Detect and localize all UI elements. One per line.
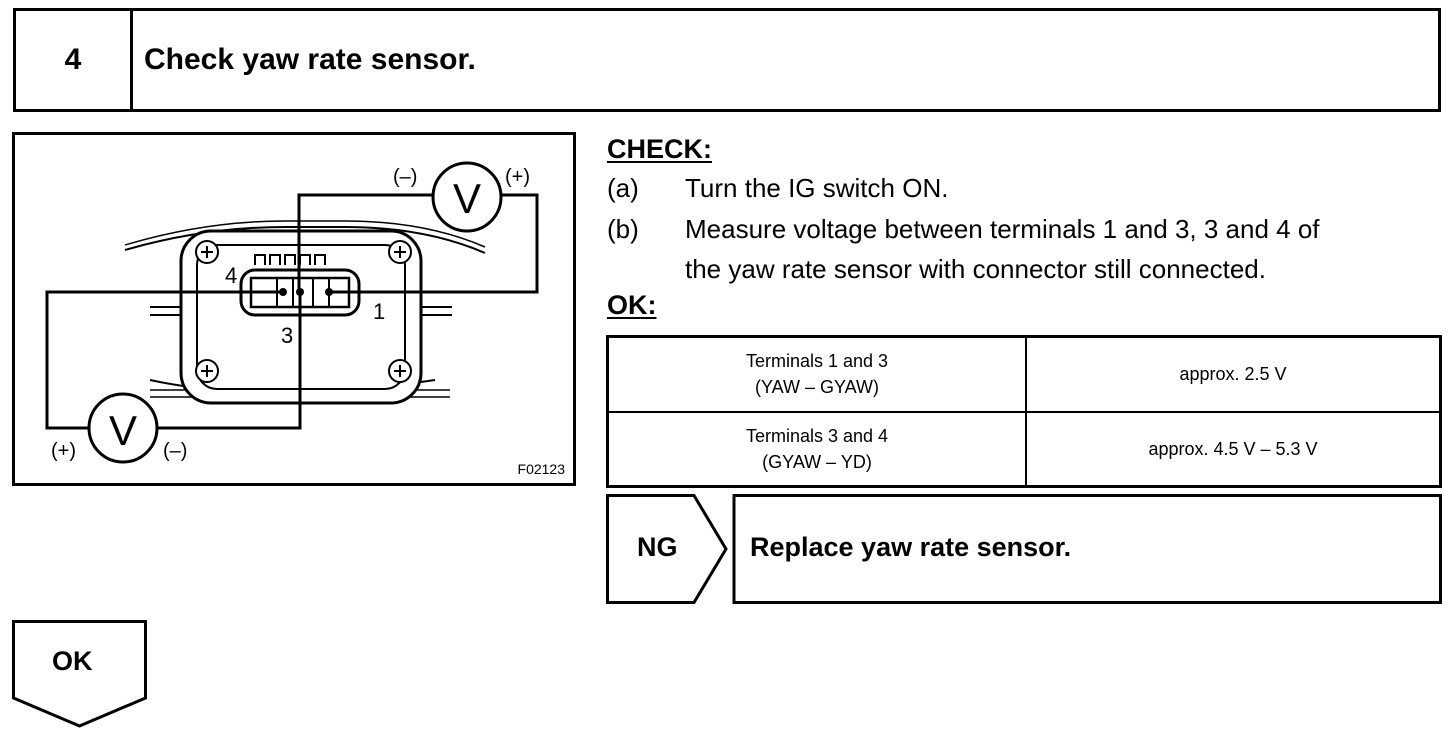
table-row: Terminals 1 and 3 (YAW – GYAW) approx. 2…: [606, 335, 1442, 413]
screw-icon: [388, 240, 412, 264]
ok-flow-arrow: [12, 620, 147, 728]
connector-pins: [254, 254, 326, 265]
ng-action-box: [732, 494, 1442, 604]
step-letter: (b): [607, 214, 639, 244]
table-cell-condition: Terminals 1 and 3 (YAW – GYAW): [606, 335, 1027, 413]
condition-signals: (YAW – GYAW): [755, 377, 879, 398]
polarity-neg: (–): [393, 166, 417, 188]
check-step-a: (a) Turn the IG switch ON.: [607, 168, 1447, 208]
ok-arrow-shape: [12, 620, 147, 728]
step-letter: (a): [607, 173, 639, 203]
ng-result-box: [606, 494, 1442, 604]
step-title: Check yaw rate sensor.: [144, 43, 476, 76]
polarity-pos: (+): [505, 166, 530, 188]
spec-table: Terminals 1 and 3 (YAW – GYAW) approx. 2…: [606, 335, 1442, 488]
table-row: Terminals 3 and 4 (GYAW – YD) approx. 4.…: [606, 410, 1442, 488]
step-number: 4: [16, 11, 133, 109]
screw-icon: [195, 359, 219, 383]
step-text-continued: the yaw rate sensor with connector still…: [685, 254, 1266, 284]
step-text: Measure voltage between terminals 1 and …: [685, 214, 1320, 244]
ng-label: NG: [637, 532, 678, 562]
ok-label: OK:: [607, 290, 657, 320]
table-cell-value: approx. 2.5 V: [1025, 335, 1442, 413]
condition-terminals: Terminals 1 and 3: [745, 351, 889, 372]
terminal-label: 1: [373, 299, 385, 324]
figure-id: F02123: [517, 461, 565, 477]
bracket-line: [150, 306, 452, 316]
voltmeter-symbol: V: [109, 407, 137, 454]
terminal-label: 4: [225, 263, 237, 288]
step-header: 4 Check yaw rate sensor.: [13, 8, 1441, 112]
terminal-label: 3: [281, 323, 293, 348]
table-cell-condition: Terminals 3 and 4 (GYAW – YD): [606, 410, 1027, 488]
ng-action: Replace yaw rate sensor.: [750, 532, 1072, 562]
wire: [45, 290, 283, 430]
polarity-neg: (–): [163, 440, 187, 462]
sensor-diagram: V V (–) (+) (+) (–) 4 3 1 F02123: [12, 132, 576, 486]
voltmeter-symbol: V: [453, 175, 481, 222]
check-step-b: (b) Measure voltage between terminals 1 …: [607, 209, 1447, 289]
probe-point: [296, 288, 304, 296]
sensor-diagram-svg: V V (–) (+) (+) (–) 4 3 1: [45, 161, 539, 464]
probe-point: [325, 288, 333, 296]
step-text: Turn the IG switch ON.: [685, 173, 949, 203]
wire: [157, 292, 302, 430]
check-label: CHECK:: [607, 134, 712, 164]
wire: [329, 193, 539, 294]
condition-signals: (GYAW – YD): [762, 451, 872, 472]
bracket-line: [124, 226, 486, 254]
table-cell-value: approx. 4.5 V – 5.3 V: [1025, 410, 1442, 488]
screw-icon: [195, 240, 219, 264]
bracket-line: [124, 220, 486, 248]
ng-arrow-shape: [606, 494, 728, 604]
ok-flow-label: OK: [52, 646, 93, 676]
polarity-pos: (+): [51, 440, 76, 462]
condition-terminals: Terminals 3 and 4: [745, 425, 889, 446]
wire: [297, 193, 435, 292]
voltmeter-bottom: V: [87, 392, 159, 464]
screw-icon: [388, 359, 412, 383]
probe-point: [279, 288, 287, 296]
voltmeter-top: V: [431, 161, 503, 233]
